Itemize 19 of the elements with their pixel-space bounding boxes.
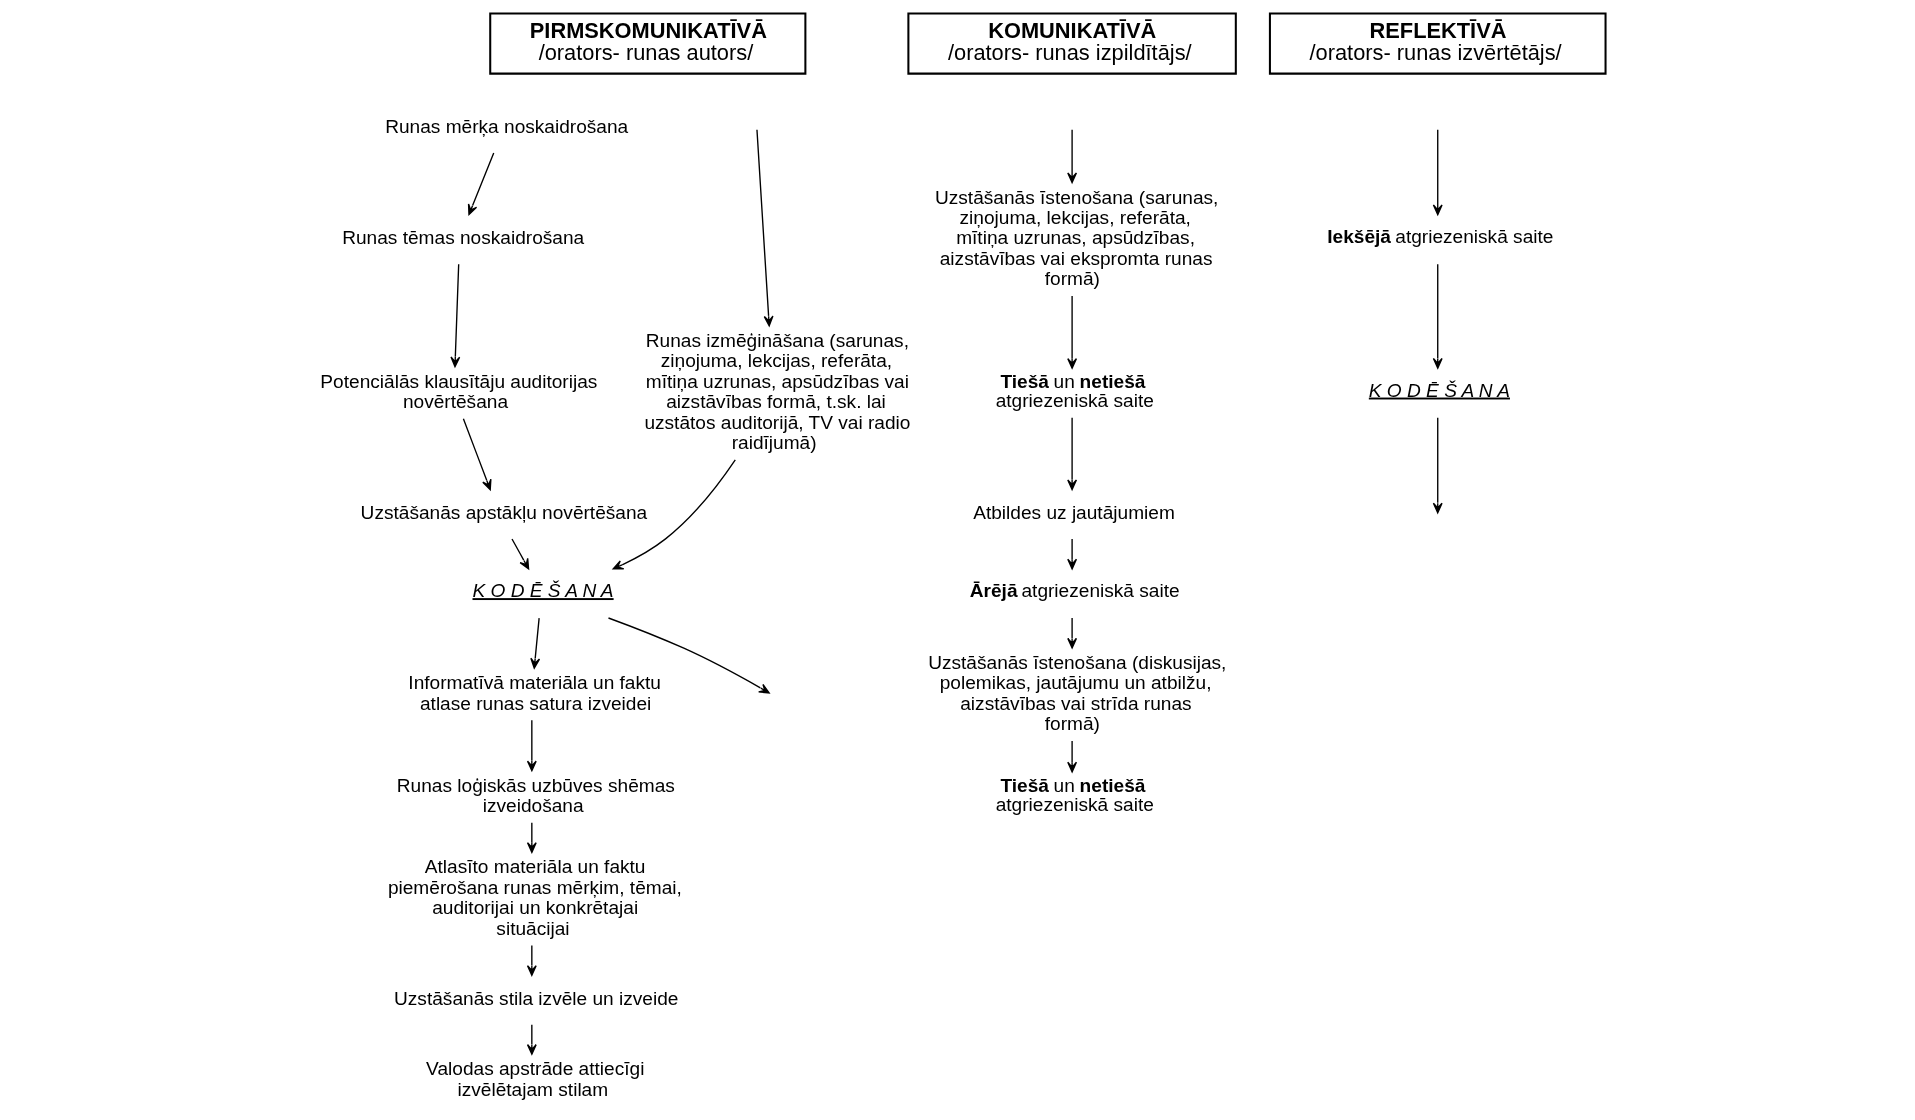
node-text: Atlasīto materiāla un faktu piemērošana runas mērķim, tēmai, auditorijai un konkrētajai situācijai [387,856,682,939]
node-text: Runas izmēģināšana (sarunas, ziņojuma, lekcijas, referāta, mītiņa uzrunas, apsūdzības vai aizstāvības formā, t.sk. lai uzstātos auditorijā, TV vai radio raidījumā) [644,329,911,454]
node-text: Tiešā un netiešā atgriezeniskā saite [995,370,1154,411]
node-text: Potenciālās klausītāju auditorijas novērtēšana [320,370,598,413]
node-text: Valodas apstrāde attiecīgi izvēlētajam stilam [426,1058,645,1100]
node-text: Uzstāšanās apstākļu novērtēšana [360,502,648,524]
node-text: K O D Ē Š A N A [472,580,614,602]
node-text: Runas loģiskās uzbūves shēmas izveidošana [396,774,675,816]
node-text: Uzstāšanās īstenošana (diskusijas, polemikas, jautājumu un atbilžu, aizstāvības vai strīda runas formā) [928,651,1227,735]
node-text: Informatīvā materiāla un faktu atlase runas satura izveidei [408,672,661,714]
node-text: K O D Ē Š A N A [1368,379,1510,401]
node-text: Iekšējā atgriezeniskā saite [1327,226,1554,248]
node-text: Runas mērķa noskaidrošana [385,116,629,138]
node-text: Runas tēmas noskaidrošana [342,227,585,249]
node-text: Tiešā un netiešā atgriezeniskā saite [995,774,1154,815]
node-text: Ārējā atgriezeniskā saite [969,580,1180,602]
node-text: Uzstāšanās stila izvēle un izveide [394,988,679,1010]
node-text: Atbildes uz jautājumiem [973,502,1175,524]
node-text: Uzstāšanās īstenošana (sarunas, ziņojuma, lekcijas, referāta, mītiņa uzrunas, apsūdzības, aizstāvības vai ekspromta runas formā) [934,186,1219,290]
